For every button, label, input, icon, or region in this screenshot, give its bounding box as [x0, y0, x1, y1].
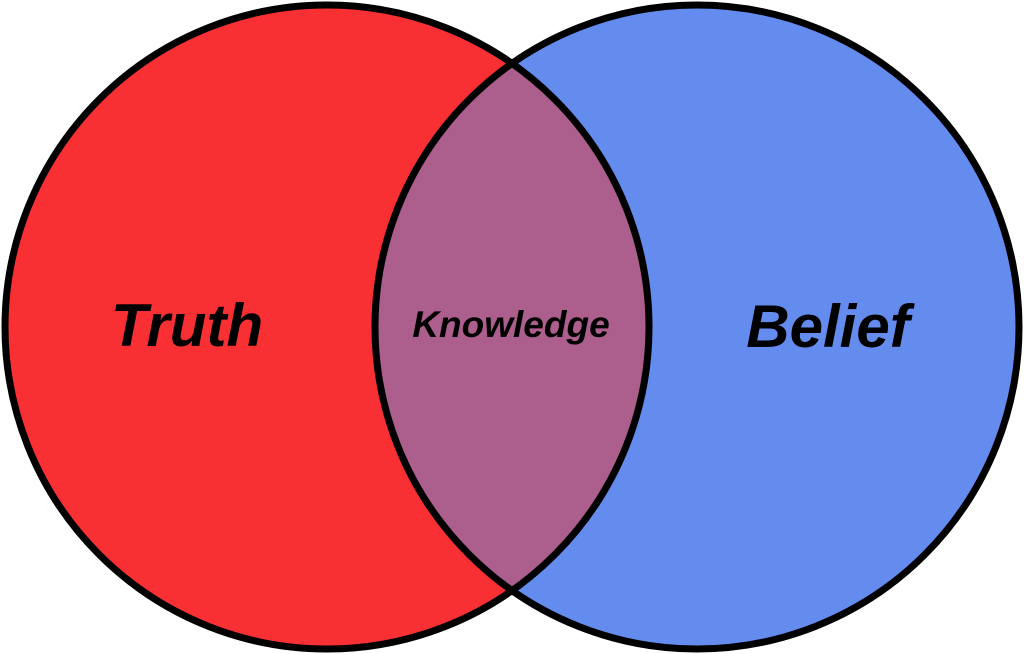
knowledge-label: Knowledge	[412, 304, 609, 345]
truth-circle-outline	[1, 1, 653, 653]
belief-circle-outline	[371, 1, 1023, 653]
truth-label: Truth	[111, 292, 263, 359]
knowledge-intersection	[375, 5, 649, 649]
belief-label: Belief	[746, 293, 914, 360]
